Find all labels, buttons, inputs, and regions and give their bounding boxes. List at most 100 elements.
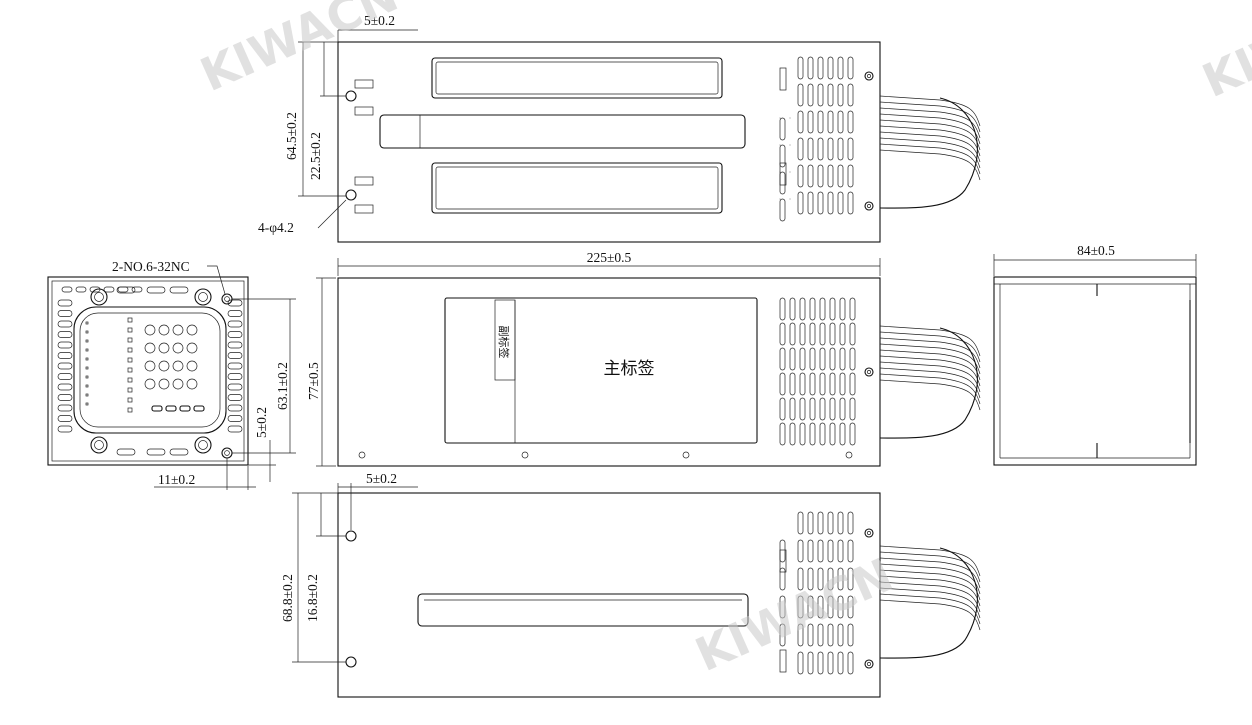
vent-slot: [847, 511, 854, 535]
vent-slot: [817, 539, 824, 563]
vent-slot: [849, 347, 856, 371]
pin: [186, 324, 198, 336]
vent-slot: [57, 331, 73, 338]
vent-slot: [827, 623, 834, 647]
pin: [144, 360, 156, 372]
vent-slot: [807, 110, 814, 134]
vent-slot: [797, 651, 804, 675]
vent-slot: [827, 56, 834, 80]
vent-slot: [797, 83, 804, 107]
wire: [879, 569, 981, 601]
bottom-view: 5±0.2 68.8±0.2 16.8±0.2: [280, 471, 981, 698]
wire: [879, 379, 981, 411]
screw-hole: [194, 436, 212, 454]
vent-slot: [799, 422, 806, 446]
callout-top-holes: 4-φ4.2: [258, 220, 294, 235]
vent-slot: [807, 191, 814, 215]
vent-slot: [779, 422, 786, 446]
vent-slot: [797, 191, 804, 215]
vent-slot: [817, 164, 824, 188]
wire: [879, 137, 981, 169]
wire: [879, 361, 981, 393]
vent-slot: [779, 567, 786, 591]
vent-slot: [847, 137, 854, 161]
wire: [879, 325, 981, 357]
vent-slot: [827, 595, 834, 619]
vent-slot: [839, 372, 846, 396]
vent-slot: [789, 322, 796, 346]
vent-slot: [839, 347, 846, 371]
screw-hole: [90, 288, 108, 306]
vent-slot: [57, 425, 73, 433]
vent-slot: [837, 164, 844, 188]
vent-slot: [849, 422, 856, 446]
watermark-text: KIWACN: [1195, 0, 1252, 108]
vent-slot: [837, 651, 844, 675]
wire-bundle: [879, 325, 981, 439]
vent-slot: [789, 372, 796, 396]
vent-slot: [807, 83, 814, 107]
vent-slot: [807, 567, 814, 591]
vent-slot: [227, 394, 243, 401]
vent-slot: [809, 397, 816, 421]
vent-slot: [797, 595, 804, 619]
vent-slot: [57, 415, 73, 422]
vent-slot: [57, 352, 73, 359]
wire: [879, 349, 981, 381]
vent-slot: [837, 137, 844, 161]
vent-slots: [57, 286, 243, 456]
vent-slot: [807, 595, 814, 619]
vent-slot: [839, 322, 846, 346]
vent-slot: [789, 347, 796, 371]
vent-slot: [837, 511, 844, 535]
vent-slot: [809, 422, 816, 446]
pin: [158, 324, 170, 336]
vent-slot: [807, 164, 814, 188]
vent-slot: [807, 539, 814, 563]
wire: [879, 593, 981, 625]
screw-hole: [90, 436, 108, 454]
vent-slot: [847, 56, 854, 80]
vent-slot: [837, 191, 844, 215]
vent-slot: [827, 651, 834, 675]
vent-slot: [807, 623, 814, 647]
vent-slot: [829, 422, 836, 446]
wire: [879, 355, 981, 387]
vent-slot: [829, 372, 836, 396]
vent-slot: [849, 322, 856, 346]
vent-slot: [809, 372, 816, 396]
pin: [186, 360, 198, 372]
vent-slot: [799, 322, 806, 346]
vent-slot: [799, 372, 806, 396]
vent-slot: [797, 511, 804, 535]
vent-slot: [837, 539, 844, 563]
vent-slot: [817, 191, 824, 215]
screw-hole: [194, 288, 212, 306]
vent-slot: [827, 191, 834, 215]
vent-slot: [779, 297, 786, 321]
vent-slot: [819, 422, 826, 446]
vent-slot: [779, 539, 786, 563]
vent-slot: [837, 595, 844, 619]
vent-slot: [57, 299, 73, 307]
vent-slot: [839, 422, 846, 446]
vent-slot: [57, 341, 73, 349]
wire: [879, 367, 981, 399]
vent-slot: [847, 623, 854, 647]
wire-bundle: [879, 95, 981, 209]
vent-slot: [779, 198, 786, 222]
vent-slot: [807, 56, 814, 80]
vent-slot: [797, 110, 804, 134]
vent-slot: [779, 117, 786, 141]
vent-slot: [57, 394, 73, 401]
vent-slot: [779, 623, 786, 647]
mounting-hole: [345, 90, 357, 102]
watermark-text: KIWACN: [688, 548, 901, 682]
callout-front-screws: 2-NO.6-32NC: [112, 259, 190, 274]
pin: [186, 342, 198, 354]
dim-depth: 84±0.5: [1077, 243, 1115, 258]
vent-slots: [779, 511, 854, 675]
dim-bottom-offset: 5±0.2: [366, 471, 397, 486]
vent-slot: [57, 310, 73, 317]
